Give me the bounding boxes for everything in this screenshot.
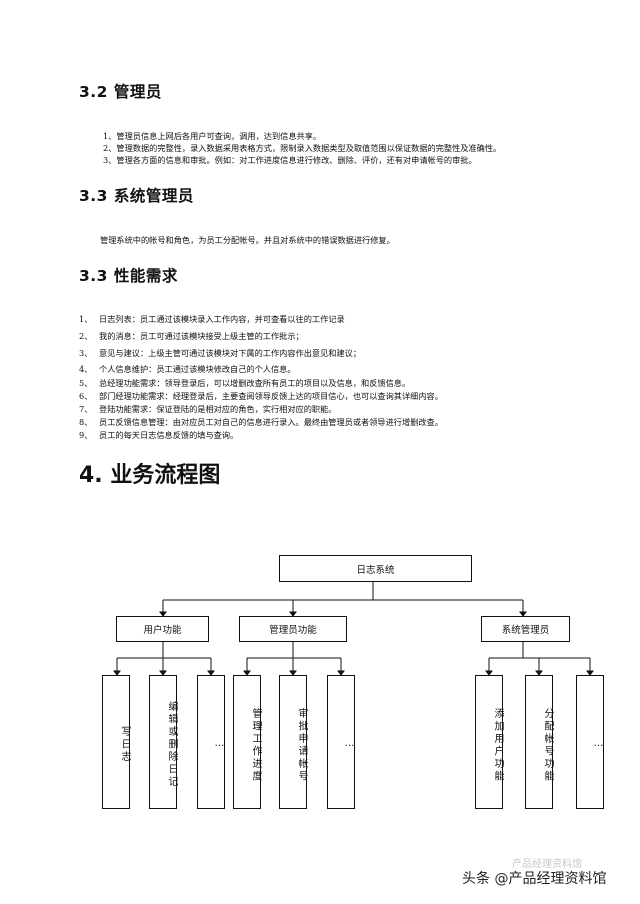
- leaf-node: …: [576, 675, 604, 809]
- list-item-text: 意见与建议：上级主管可通过该模块对下属的工作内容作出意见和建议；: [99, 348, 362, 358]
- leaf-node: …: [197, 675, 225, 809]
- arrow-head: [207, 670, 215, 676]
- arrow-head: [337, 670, 345, 676]
- list-item-text: 个人信息维护：员工通过该模块修改自己的个人信息。: [99, 364, 296, 374]
- leaf-node: 管理工作进度: [233, 675, 261, 809]
- leaf-node: …: [327, 675, 355, 809]
- arrow-head: [289, 670, 297, 676]
- list-item-text: 部门经理功能需求：经理登录后，主要查阅领导反馈上达的项目信心，也可以查询其详细内…: [99, 391, 443, 401]
- list-item-number: 4、: [79, 364, 93, 374]
- list-item: 7、登陆功能需求：保证登陆的是相对应的角色，实行相对应的职能。: [79, 403, 336, 415]
- leaf-node: 分配帐号功能: [525, 675, 553, 809]
- list-item: 5、总经理功能需求：领导登录后，可以增删改查所有员工的项目以及信息，和反馈信息。: [79, 377, 410, 389]
- group-node-sysadmin: 系统管理员: [481, 616, 570, 642]
- list-item-text: 我的消息：员工可通过该模块接受上级主管的工作批示；: [99, 331, 304, 341]
- watermark: 头条 @产品经理资料馆: [462, 871, 607, 887]
- list-item-number: 8、: [79, 417, 93, 427]
- list-item-number: 1、: [79, 314, 93, 324]
- arrow-head: [535, 670, 543, 676]
- list-item: 4、个人信息维护：员工通过该模块修改自己的个人信息。: [79, 363, 296, 375]
- list-item: 1、日志列表：员工通过该模块录入工作内容，并可查看以往的工作记录: [79, 313, 345, 325]
- admin-item-1: 1、管理员信息上网后各用户可查询，调用，达到信息共享。: [103, 131, 322, 141]
- list-item-number: 6、: [79, 391, 93, 401]
- list-item-number: 2、: [79, 331, 93, 341]
- arrow-head: [289, 611, 297, 617]
- list-item: 9、员工的每天日志信息反馈的填与查询。: [79, 429, 238, 441]
- admin-item-3: 3、管理各方面的信息和审批。例如：对工作进度信息进行修改、删除、评价，还有对申请…: [103, 155, 477, 165]
- section-heading-performance: 3.3 性能需求: [79, 267, 178, 285]
- section-heading-admin: 3.2 管理员: [79, 83, 162, 101]
- list-item-number: 9、: [79, 430, 93, 440]
- arrow-head: [586, 670, 594, 676]
- admin-item-2: 2、管理数据的完整性，录入数据采用表格方式，限制录入数据类型及取值范围以保证数据…: [103, 143, 502, 153]
- list-item-number: 3、: [79, 348, 93, 358]
- leaf-node: 审批申请帐号: [279, 675, 307, 809]
- list-item: 8、员工反馈信息管理：由对应员工对自己的信息进行录入。最终由管理员或者领导进行增…: [79, 416, 443, 428]
- watermark-ghost: 产品经理资料馆: [512, 859, 582, 870]
- arrow-head: [243, 670, 251, 676]
- arrow-head: [113, 670, 121, 676]
- leaf-node: 写日志: [102, 675, 130, 809]
- section-heading-flow: 4. 业务流程图: [79, 463, 221, 488]
- list-item-number: 5、: [79, 378, 93, 388]
- list-item-text: 员工的每天日志信息反馈的填与查询。: [99, 430, 239, 440]
- root-node: 日志系统: [279, 555, 472, 582]
- list-item-text: 登陆功能需求：保证登陆的是相对应的角色，实行相对应的职能。: [99, 404, 337, 414]
- list-item: 3、意见与建议：上级主管可通过该模块对下属的工作内容作出意见和建议；: [79, 347, 361, 359]
- section-heading-sysadmin: 3.3 系统管理员: [79, 187, 194, 205]
- list-item-text: 总经理功能需求：领导登录后，可以增删改查所有员工的项目以及信息，和反馈信息。: [99, 378, 411, 388]
- arrow-head: [159, 611, 167, 617]
- list-item-text: 日志列表：员工通过该模块录入工作内容，并可查看以往的工作记录: [99, 314, 345, 324]
- sysadmin-text: 管理系统中的帐号和角色，为员工分配帐号。并且对系统中的错误数据进行修复。: [100, 235, 395, 245]
- group-node-admin: 管理员功能: [239, 616, 347, 642]
- group-node-user: 用户功能: [116, 616, 209, 642]
- leaf-node: 编辑或删除日记: [149, 675, 177, 809]
- arrow-head: [159, 670, 167, 676]
- list-item-text: 员工反馈信息管理：由对应员工对自己的信息进行录入。最终由管理员或者领导进行增删改…: [99, 417, 443, 427]
- list-item-number: 7、: [79, 404, 93, 414]
- arrow-head: [485, 670, 493, 676]
- leaf-node: 添加用户功能: [475, 675, 503, 809]
- list-item: 6、部门经理功能需求：经理登录后，主要查阅领导反馈上达的项目信心，也可以查询其详…: [79, 390, 443, 402]
- arrow-head: [519, 611, 527, 617]
- list-item: 2、我的消息：员工可通过该模块接受上级主管的工作批示；: [79, 330, 304, 342]
